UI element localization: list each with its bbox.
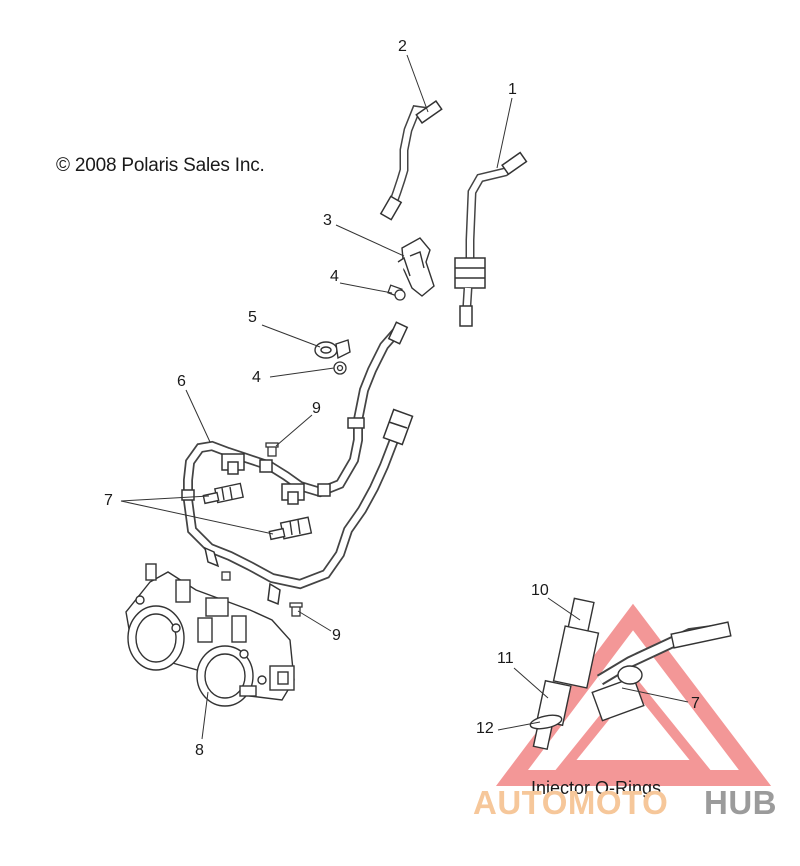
clip-3 <box>397 237 435 297</box>
inset-caption: Injector O-Rings <box>531 778 662 798</box>
injector-7-lower <box>268 516 313 541</box>
leader-lines <box>120 54 689 740</box>
callout-4-lower: 4 <box>252 369 261 386</box>
fuel-line-2 <box>379 99 443 221</box>
callout-9-lower: 9 <box>332 627 341 644</box>
callout-10: 10 <box>531 582 549 599</box>
callout-2: 2 <box>398 38 407 55</box>
watermark-text-hub: HUB <box>704 784 777 821</box>
watermark-logo-icon <box>495 603 772 786</box>
callout-6: 6 <box>177 373 186 390</box>
callout-12: 12 <box>476 720 494 737</box>
copyright-text: © 2008 Polaris Sales Inc. <box>56 155 265 176</box>
fuel-line-1 <box>454 151 528 327</box>
callout-3: 3 <box>323 212 332 229</box>
throttle-body-8 <box>125 563 295 707</box>
screw-small <box>221 571 231 581</box>
watermark-text-automoto: AUTOMOTO <box>473 784 669 821</box>
screw-9-upper <box>265 442 279 457</box>
callout-7-main: 7 <box>104 492 113 509</box>
callout-4-upper: 4 <box>330 268 339 285</box>
callout-9-upper: 9 <box>312 400 321 417</box>
callout-8: 8 <box>195 742 204 759</box>
screw-4-upper <box>387 284 406 301</box>
callout-1: 1 <box>508 81 517 98</box>
screw-4-lower <box>333 361 347 375</box>
callout-11: 11 <box>497 650 514 667</box>
callout-5: 5 <box>248 309 257 326</box>
clamp-5 <box>314 339 351 360</box>
callout-7-inset: 7 <box>691 695 700 712</box>
injector-7-upper <box>202 482 245 505</box>
fuel-rail-6 <box>181 321 414 606</box>
screw-9-lower <box>289 602 303 617</box>
